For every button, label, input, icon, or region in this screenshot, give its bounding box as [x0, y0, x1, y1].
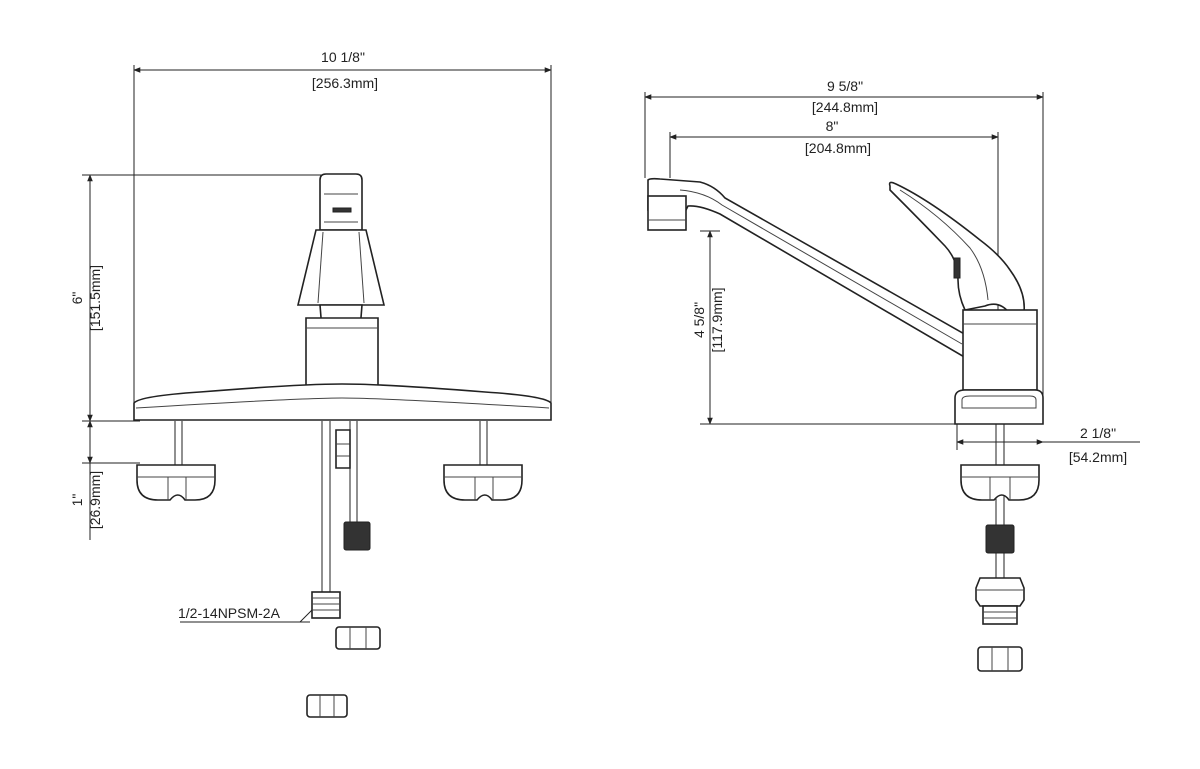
side-base-inch-label: 2 1/8"	[1080, 425, 1116, 441]
side-hex-nut	[977, 646, 1023, 672]
side-view: 9 5/8" [244.8mm] 8" [204.8mm] 4 5/8" [11…	[644, 78, 1140, 672]
front-hex-nut-lower	[306, 694, 348, 718]
side-reach-inch-label: 9 5/8"	[827, 78, 863, 94]
front-mounting-nut-right	[443, 464, 523, 501]
front-width-mm-label: [256.3mm]	[312, 75, 378, 91]
front-height-mm-label: [151.5mm]	[87, 265, 103, 331]
front-hose-fitting	[343, 521, 371, 551]
front-mounting-nut-left	[136, 464, 216, 501]
front-deck-plate	[133, 383, 552, 421]
front-threaded-connector	[311, 591, 341, 619]
side-hose-fitting	[985, 524, 1015, 554]
front-width-inch-label: 10 1/8"	[321, 49, 365, 65]
front-shank-inch-label: 1"	[69, 494, 85, 507]
front-view: 10 1/8" [256.3mm] 6" [151.5mm] 1" [26.9m…	[69, 49, 552, 718]
front-height-inch-label: 6"	[69, 292, 85, 305]
front-shank-mm-label: [26.9mm]	[87, 471, 103, 529]
side-reach-mm-label: [244.8mm]	[812, 99, 878, 115]
side-threaded-connector	[975, 577, 1025, 625]
side-height-inch-label: 4 5/8"	[691, 302, 707, 338]
side-base-mm-label: [54.2mm]	[1069, 449, 1127, 465]
side-body	[954, 309, 1044, 425]
side-spout-mm-label: [204.8mm]	[805, 140, 871, 156]
side-handle	[888, 181, 1026, 315]
front-thread-spec-label: 1/2-14NPSM-2A	[178, 605, 281, 621]
side-mounting-nut	[960, 464, 1040, 501]
front-hex-nut-upper	[335, 626, 381, 650]
side-height-mm-label: [117.9mm]	[709, 287, 725, 352]
side-spout-inch-label: 8"	[826, 118, 839, 134]
